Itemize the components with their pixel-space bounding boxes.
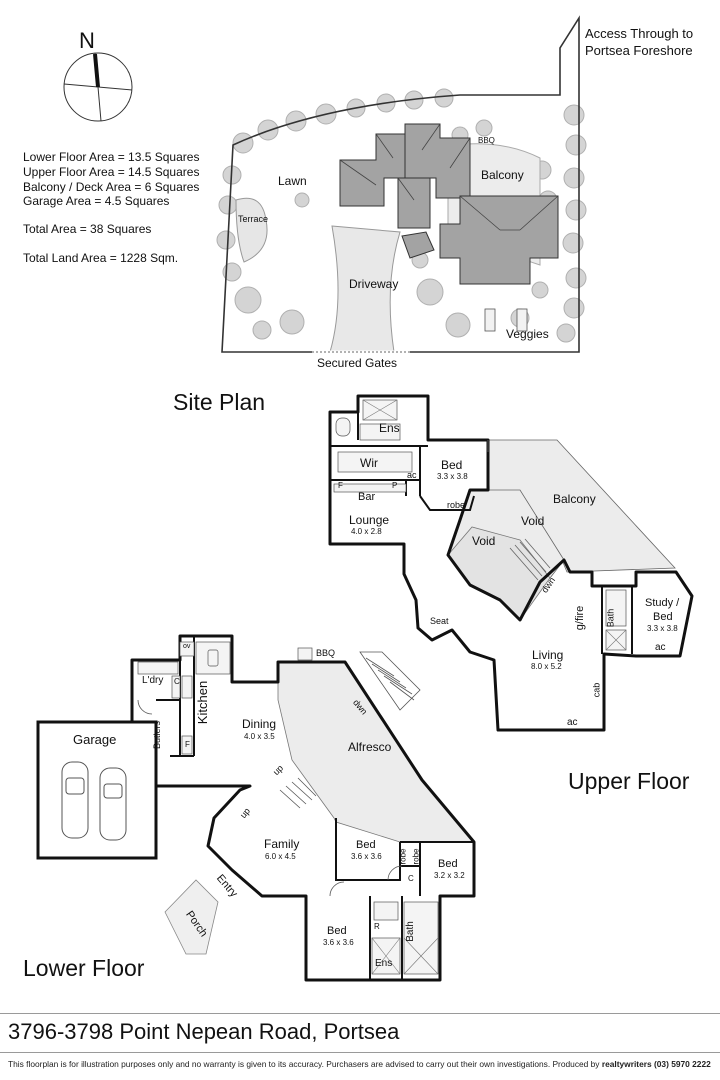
area-total: Total Area = 38 Squares (23, 222, 152, 236)
lower-bed1-name: Bed (356, 839, 376, 851)
upper-study-dim: 3.3 x 3.8 (647, 624, 678, 633)
upper-f-label: F (338, 481, 343, 490)
area-garage: Garage Area = 4.5 Squares (23, 194, 170, 208)
site-balcony-label: Balcony (481, 168, 524, 182)
site-access-line1: Access Through to (585, 26, 694, 41)
upper-study-name: Study / (645, 597, 680, 609)
lower-c1-label: C (174, 677, 180, 686)
producer-contact: realtywriters (03) 5970 2222 (601, 1059, 711, 1069)
upper-ac1-label: ac (407, 470, 417, 480)
compass-north-label: N (79, 28, 95, 53)
upper-bed-dim: 3.3 x 3.8 (437, 472, 468, 481)
footer-divider-bottom (0, 1052, 720, 1053)
lower-robe1-label: robe (398, 848, 408, 865)
lower-butlers-label: Butlers (152, 720, 163, 750)
site-driveway-label: Driveway (349, 277, 399, 291)
upper-seat-label: Seat (430, 616, 449, 626)
area-upper-floor: Upper Floor Area = 14.5 Squares (23, 165, 200, 179)
upper-gfire-label: g/fire (574, 605, 587, 631)
lower-dining-dim: 4.0 x 3.5 (244, 732, 275, 741)
upper-ac2-label: ac (655, 642, 666, 653)
lower-robe2-label: robe (411, 848, 421, 865)
lower-kitchen-label: Kitchen (195, 680, 211, 725)
upper-floor-plan (328, 394, 694, 732)
lower-floor-title: Lower Floor (23, 955, 145, 981)
lower-dining-name: Dining (242, 717, 277, 731)
site-house (339, 123, 559, 285)
upper-bed-name: Bed (441, 458, 463, 472)
lower-ov-label: ov (183, 643, 191, 650)
upper-living-name: Living (532, 648, 564, 662)
site-plan (216, 15, 587, 354)
lower-ens-label: Ens (375, 958, 393, 969)
area-lower-floor: Lower Floor Area = 13.5 Squares (23, 150, 200, 164)
upper-bar-label: Bar (358, 491, 376, 503)
lower-family-name: Family (264, 837, 300, 851)
area-balcony-deck: Balcony / Deck Area = 6 Squares (23, 180, 200, 194)
lower-bbq-label: BBQ (316, 648, 336, 658)
property-address: 3796-3798 Point Nepean Road, Portsea (8, 1019, 400, 1044)
site-access-line2: Portsea Foreshore (585, 43, 693, 58)
upper-ens-label: Ens (379, 421, 400, 435)
area-total-land: Total Land Area = 1228 Sqm. (23, 251, 179, 265)
lower-f-label: F (185, 740, 190, 749)
lower-bed2-name: Bed (438, 858, 458, 870)
upper-ac3-label: ac (567, 717, 578, 728)
site-bbq-label: BBQ (478, 136, 495, 145)
upper-wir-label: Wir (360, 456, 378, 470)
footer-divider-top (0, 1013, 720, 1014)
upper-study-name-2: Bed (653, 611, 673, 623)
upper-lounge-dim: 4.0 x 2.8 (351, 527, 382, 536)
lower-c2-label: C (408, 874, 414, 883)
lower-bed2-dim: 3.2 x 3.2 (434, 871, 465, 880)
site-veggies-label: Veggies (506, 327, 549, 341)
lower-bed3-name: Bed (327, 925, 347, 937)
compass-rose (63, 52, 133, 122)
lower-bed3-dim: 3.6 x 3.6 (323, 938, 354, 947)
upper-floor-title: Upper Floor (568, 768, 690, 794)
upper-bath-label: Bath (605, 608, 616, 628)
lower-r-label: R (374, 922, 380, 931)
upper-cab-label: cab (591, 682, 602, 698)
lower-garage-label: Garage (73, 732, 117, 747)
disclaimer-text: This floorplan is for illustration purpo… (8, 1059, 600, 1069)
lower-bath-label: Bath (404, 921, 416, 942)
lower-ldry-label: L'dry (142, 675, 164, 686)
lower-family-dim: 6.0 x 4.5 (265, 852, 296, 861)
lower-alfresco-label: Alfresco (348, 740, 392, 754)
upper-void-label-2: Void (472, 534, 496, 548)
upper-living-dim: 8.0 x 5.2 (531, 662, 562, 671)
upper-void-label-1: Void (521, 514, 545, 528)
upper-robe-label: robe (447, 500, 466, 510)
site-trees (216, 88, 587, 343)
site-lawn-label: Lawn (278, 174, 307, 188)
upper-p-label: P (392, 481, 398, 490)
site-terrace-label: Terrace (238, 214, 269, 224)
lower-floor-plan (36, 634, 476, 982)
upper-lounge-name: Lounge (349, 513, 390, 527)
site-plan-title: Site Plan (173, 389, 266, 415)
footer-disclaimer: This floorplan is for illustration purpo… (8, 1059, 711, 1069)
site-secured-gates-label: Secured Gates (317, 356, 398, 370)
upper-balcony-label: Balcony (553, 492, 596, 506)
lower-bed1-dim: 3.6 x 3.6 (351, 852, 382, 861)
